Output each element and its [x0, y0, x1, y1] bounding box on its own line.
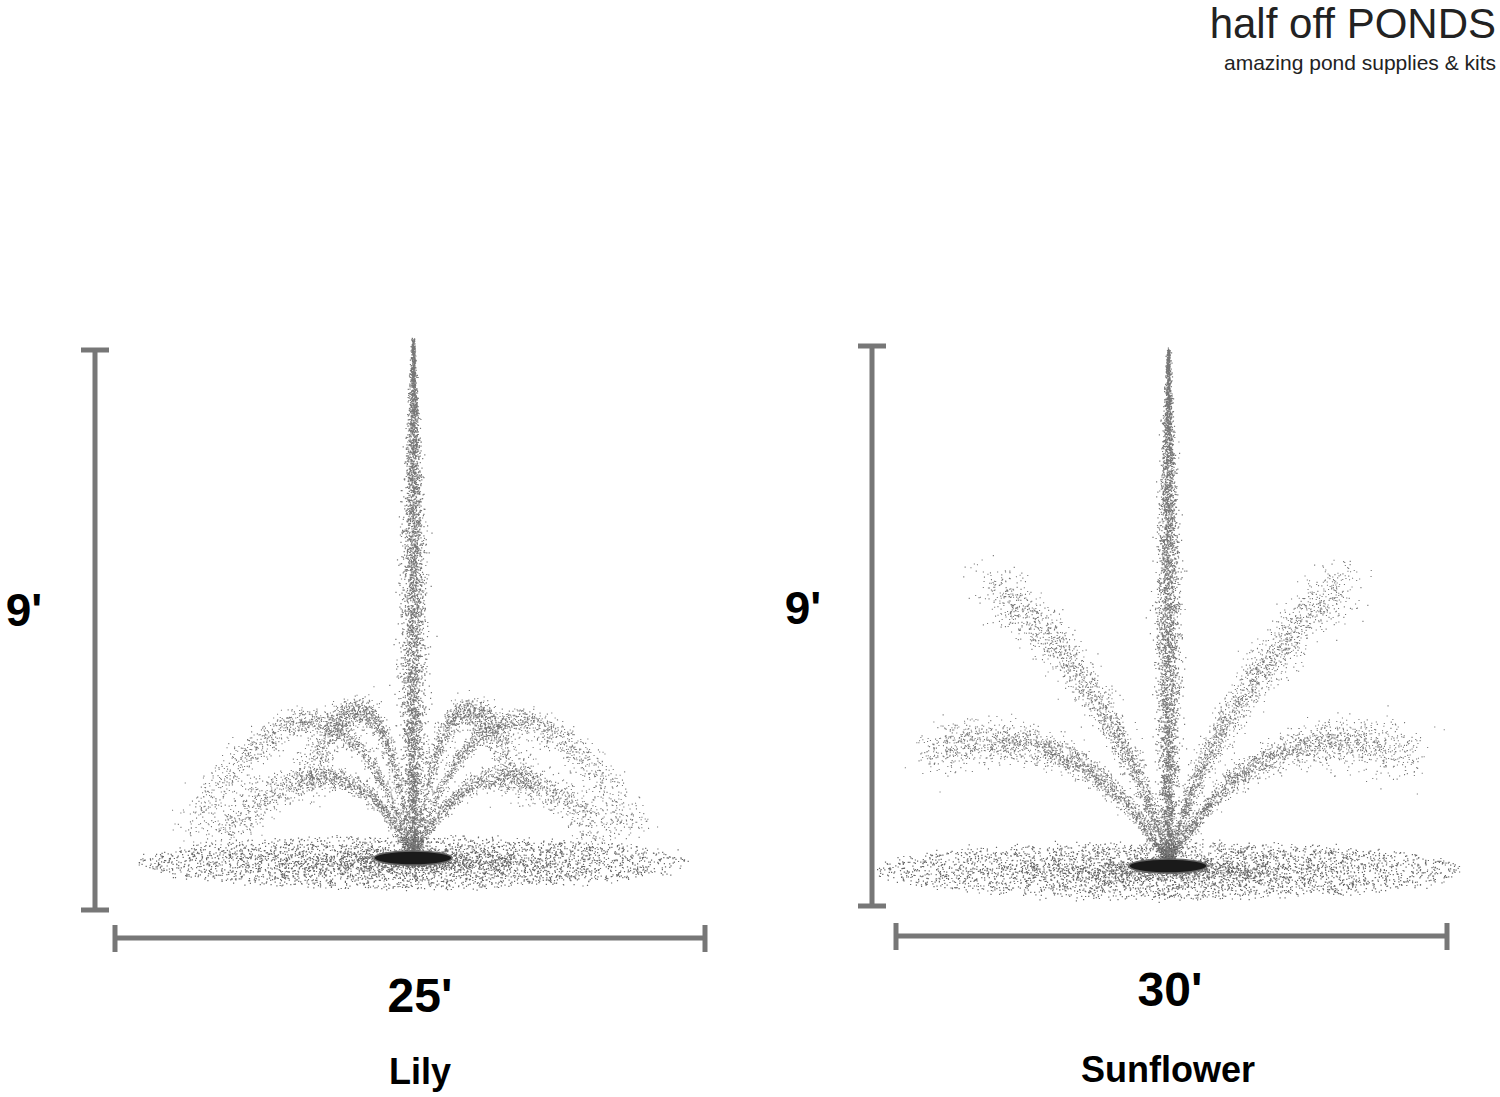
bracket-cap — [858, 904, 886, 909]
pattern-name: Lily — [389, 1052, 451, 1092]
bracket-cap — [1445, 923, 1450, 950]
height-dimension: 9' — [6, 585, 43, 636]
width-dimension: 25' — [388, 970, 453, 1023]
bracket-cap — [894, 923, 899, 950]
bracket-cap — [81, 908, 109, 913]
water-splash — [139, 834, 1461, 903]
height-dimension: 9' — [785, 583, 822, 634]
spray-group — [139, 338, 1461, 903]
fountain-nozzle — [1129, 859, 1207, 873]
brand-logo: half off PONDS — [1210, 1, 1496, 47]
water-spray — [172, 338, 1445, 871]
height-bracket — [870, 346, 875, 906]
fountain-nozzle — [374, 851, 452, 865]
brand-tagline: amazing pond supplies & kits — [1224, 51, 1496, 74]
bracket-cap — [113, 925, 118, 952]
height-bracket — [93, 350, 98, 910]
pattern-name: Sunflower — [1081, 1050, 1255, 1090]
bracket-cap — [858, 344, 886, 349]
width-bracket — [896, 934, 1447, 939]
width-bracket — [115, 936, 705, 941]
bracket-cap — [81, 348, 109, 353]
bracket-cap — [703, 925, 708, 952]
width-dimension: 30' — [1138, 964, 1203, 1017]
